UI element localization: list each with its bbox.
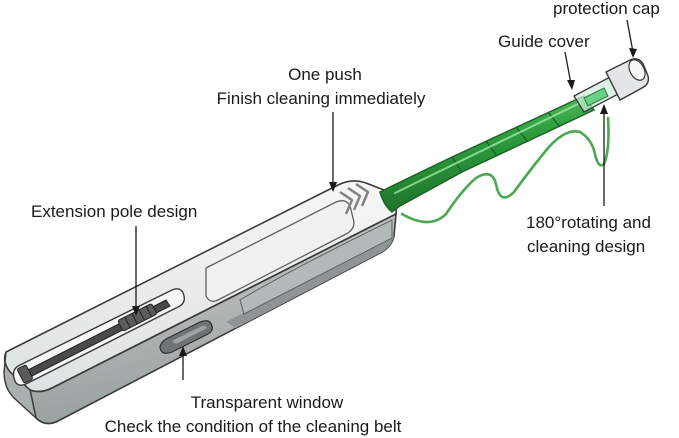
- body-label-recess: [205, 200, 355, 302]
- labels: protection cap Guide cover One push Fini…: [31, 0, 660, 436]
- label-transparent-window: Transparent window: [191, 393, 344, 412]
- label-one-push: One push: [288, 65, 362, 84]
- cleaner-body: [3, 180, 398, 425]
- green-cable: [400, 116, 610, 224]
- push-chevrons: [339, 183, 370, 215]
- tip-assembly: [573, 58, 650, 113]
- label-cleaning-design: cleaning design: [527, 237, 645, 256]
- green-tube: [379, 95, 596, 213]
- label-protection-cap: protection cap: [553, 0, 660, 18]
- label-guide-cover: Guide cover: [498, 32, 590, 51]
- body-side-panel: [239, 219, 393, 315]
- label-check-belt: Check the condition of the cleaning belt: [105, 417, 402, 436]
- label-finish-cleaning: Finish cleaning immediately: [217, 89, 426, 108]
- leader-lines: [132, 19, 637, 380]
- label-extension-pole: Extension pole design: [31, 202, 197, 221]
- transparent-window: [159, 320, 213, 354]
- label-rotating: 180°rotating and: [526, 213, 651, 232]
